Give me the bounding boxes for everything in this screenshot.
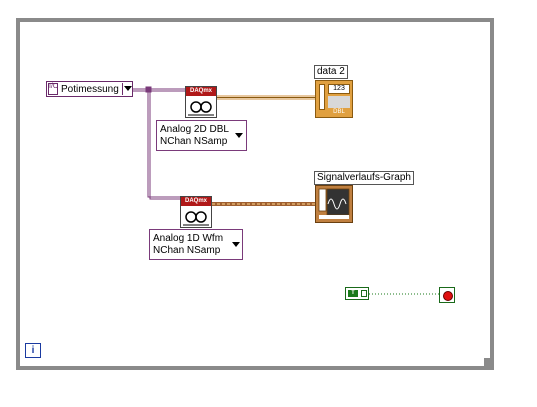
daqmx-band: DAQmx [186,87,216,96]
true-constant-glyph: T [348,290,358,297]
task-name-label: Potimessung [61,84,119,95]
task-dropdown-button[interactable] [122,83,132,95]
selector-line-2: NChan NSamp [153,245,221,256]
selector-line-1: Analog 1D Wfm [153,233,224,244]
waveform-graph-indicator[interactable] [315,185,353,223]
glasses-icon [183,211,209,226]
while-loop-frame[interactable] [16,18,494,370]
array-index-icon [319,84,325,110]
task-name-constant[interactable]: I/O Potimessung [46,81,133,97]
numeric-glyph: 123 [328,84,350,94]
daqmx-band: DAQmx [181,197,211,206]
waveform-graph-icon [318,188,350,219]
selector-line-2: NChan NSamp [160,136,228,147]
indicator-caption-data2: data 2 [314,65,348,79]
task-wire[interactable] [133,86,185,200]
loop-resize-handle[interactable] [484,358,492,366]
data-wire-2d[interactable] [216,95,316,100]
chevron-down-icon [124,86,132,91]
glasses-icon [188,101,214,116]
indicator-caption-graph: Signalverlaufs-Graph [314,171,414,185]
iteration-terminal[interactable]: i [25,343,41,358]
array-indicator-data2[interactable]: 123 DBL [315,80,353,118]
array-cell [328,96,350,108]
constant-frame [361,290,367,297]
chevron-down-icon [232,242,240,247]
true-constant[interactable]: T [345,287,369,300]
daqmx-read-vi-top[interactable]: DAQmx [185,86,217,118]
chevron-down-icon [235,133,243,138]
daqmx-read-vi-bottom[interactable]: DAQmx [180,196,212,228]
type-tag: DBL [333,109,345,115]
polymorphic-selector-bottom[interactable]: Analog 1D Wfm NChan NSamp [149,229,243,260]
polymorphic-selector-top[interactable]: Analog 2D DBL NChan NSamp [156,120,247,151]
stop-icon [443,291,453,301]
selector-line-1: Analog 2D DBL [160,124,229,135]
io-type-icon: I/O [48,83,58,95]
stop-condition-terminal[interactable] [439,287,455,303]
